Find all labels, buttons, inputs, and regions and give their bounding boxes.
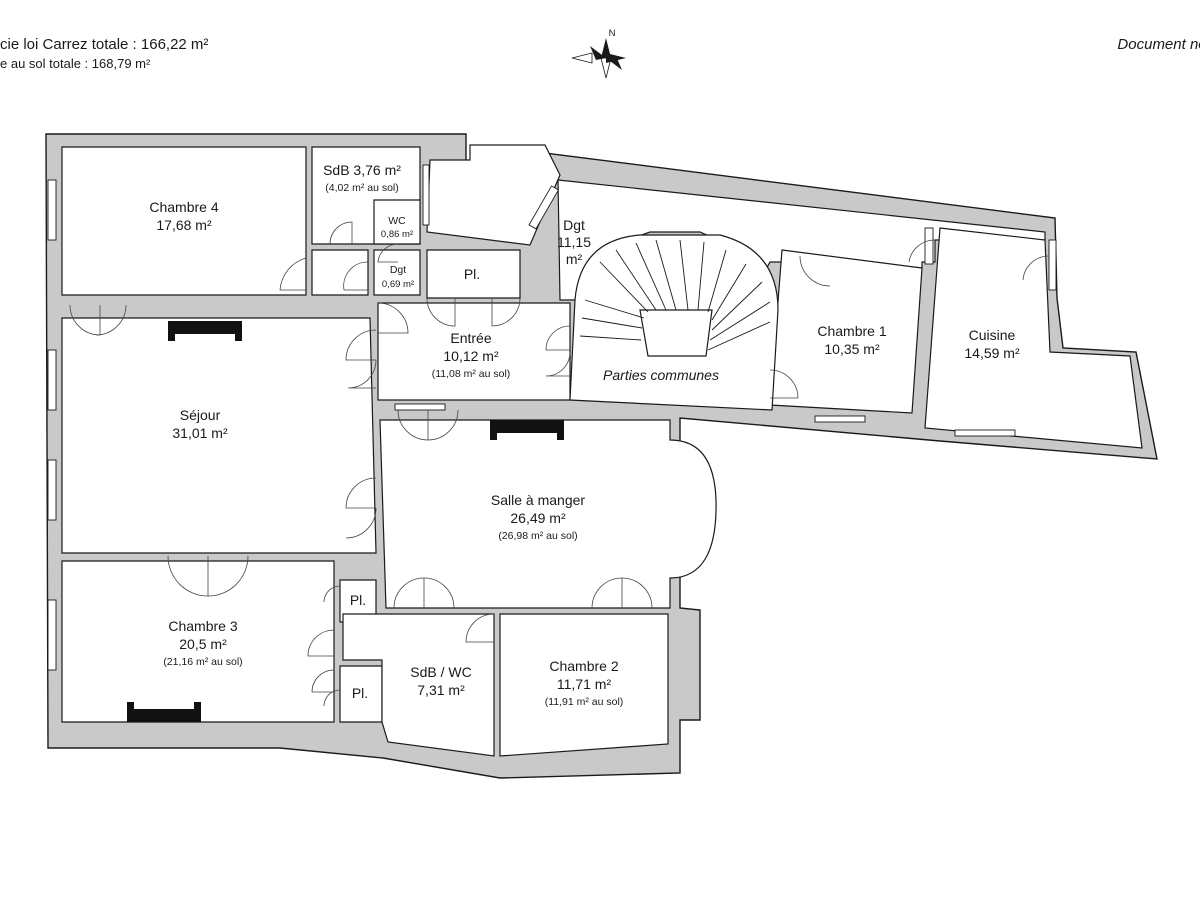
staircase bbox=[569, 234, 779, 411]
label-sejour-area: 31,01 m² bbox=[172, 425, 228, 441]
label-dgt-big-name: Dgt bbox=[563, 217, 585, 233]
label-chambre-2-area: 11,71 m² bbox=[557, 676, 612, 692]
label-chambre-2-sol: (11,91 m² au sol) bbox=[545, 696, 624, 708]
room-chambre-2 bbox=[499, 613, 669, 757]
room-sdb-wc bbox=[342, 613, 495, 757]
room-labels: Chambre 4 17,68 m² SdB 3,76 m² (4,02 m² … bbox=[149, 162, 1020, 708]
windows bbox=[47, 164, 1057, 671]
label-cuisine-area: 14,59 m² bbox=[964, 345, 1020, 361]
label-pl-a: Pl. bbox=[350, 592, 366, 608]
label-wc-area: 0,86 m² bbox=[381, 229, 413, 240]
compass-letter: N bbox=[609, 28, 616, 39]
label-chambre-3-area: 20,5 m² bbox=[179, 636, 227, 652]
room-salle-a-manger bbox=[379, 419, 717, 609]
label-salle-area: 26,49 m² bbox=[510, 510, 566, 526]
label-sejour-name: Séjour bbox=[180, 407, 221, 423]
label-sdb1-sol: (4,02 m² au sol) bbox=[325, 182, 399, 194]
room-wc bbox=[373, 199, 421, 245]
doors bbox=[69, 221, 1050, 707]
carrez-total-text: cie loi Carrez totale : 166,22 m² bbox=[0, 36, 209, 53]
room-dgt-small bbox=[373, 249, 421, 296]
room-chambre-4 bbox=[61, 146, 307, 296]
label-chambre-4-area: 17,68 m² bbox=[156, 217, 212, 233]
floor-total-text: e au sol totale : 168,79 m² bbox=[0, 56, 151, 71]
label-cuisine-name: Cuisine bbox=[969, 327, 1016, 343]
label-chambre-3-sol: (21,16 m² au sol) bbox=[163, 656, 242, 668]
label-chambre-1-name: Chambre 1 bbox=[817, 323, 886, 339]
label-chambre-4-name: Chambre 4 bbox=[149, 199, 218, 215]
label-pl-top: Pl. bbox=[464, 266, 480, 282]
label-entree-sol: (11,08 m² au sol) bbox=[432, 368, 511, 380]
room-chambre-3 bbox=[61, 560, 335, 723]
label-chambre-3-name: Chambre 3 bbox=[168, 618, 237, 634]
label-parties-communes: Parties communes bbox=[603, 367, 719, 383]
room-closet-top bbox=[311, 249, 369, 296]
fireplaces bbox=[127, 321, 564, 722]
label-sdbwc-area: 7,31 m² bbox=[417, 682, 465, 698]
label-sdbwc-name: SdB / WC bbox=[410, 664, 471, 680]
compass-icon: N bbox=[571, 28, 626, 79]
rooms-layer bbox=[61, 144, 1143, 757]
document-note: Document non cor bbox=[1117, 36, 1200, 53]
label-dgt-big-unit: m² bbox=[566, 251, 583, 267]
label-chambre-1-area: 10,35 m² bbox=[824, 341, 880, 357]
label-salle-name: Salle à manger bbox=[491, 492, 586, 508]
label-pl-b: Pl. bbox=[352, 685, 368, 701]
label-wc-name: WC bbox=[388, 215, 406, 227]
label-entree-name: Entrée bbox=[450, 330, 491, 346]
room-dgt-big bbox=[426, 144, 561, 246]
label-sdb1-name: SdB 3,76 m² bbox=[323, 162, 401, 178]
label-chambre-2-name: Chambre 2 bbox=[549, 658, 618, 674]
room-cuisine bbox=[924, 227, 1143, 449]
room-sejour bbox=[61, 317, 377, 554]
label-dgt-big-area: 11,15 bbox=[557, 234, 591, 250]
label-dgt-small-name: Dgt bbox=[390, 264, 406, 276]
label-dgt-small-area: 0,69 m² bbox=[382, 279, 414, 290]
label-salle-sol: (26,98 m² au sol) bbox=[498, 530, 577, 542]
label-entree-area: 10,12 m² bbox=[443, 348, 499, 364]
